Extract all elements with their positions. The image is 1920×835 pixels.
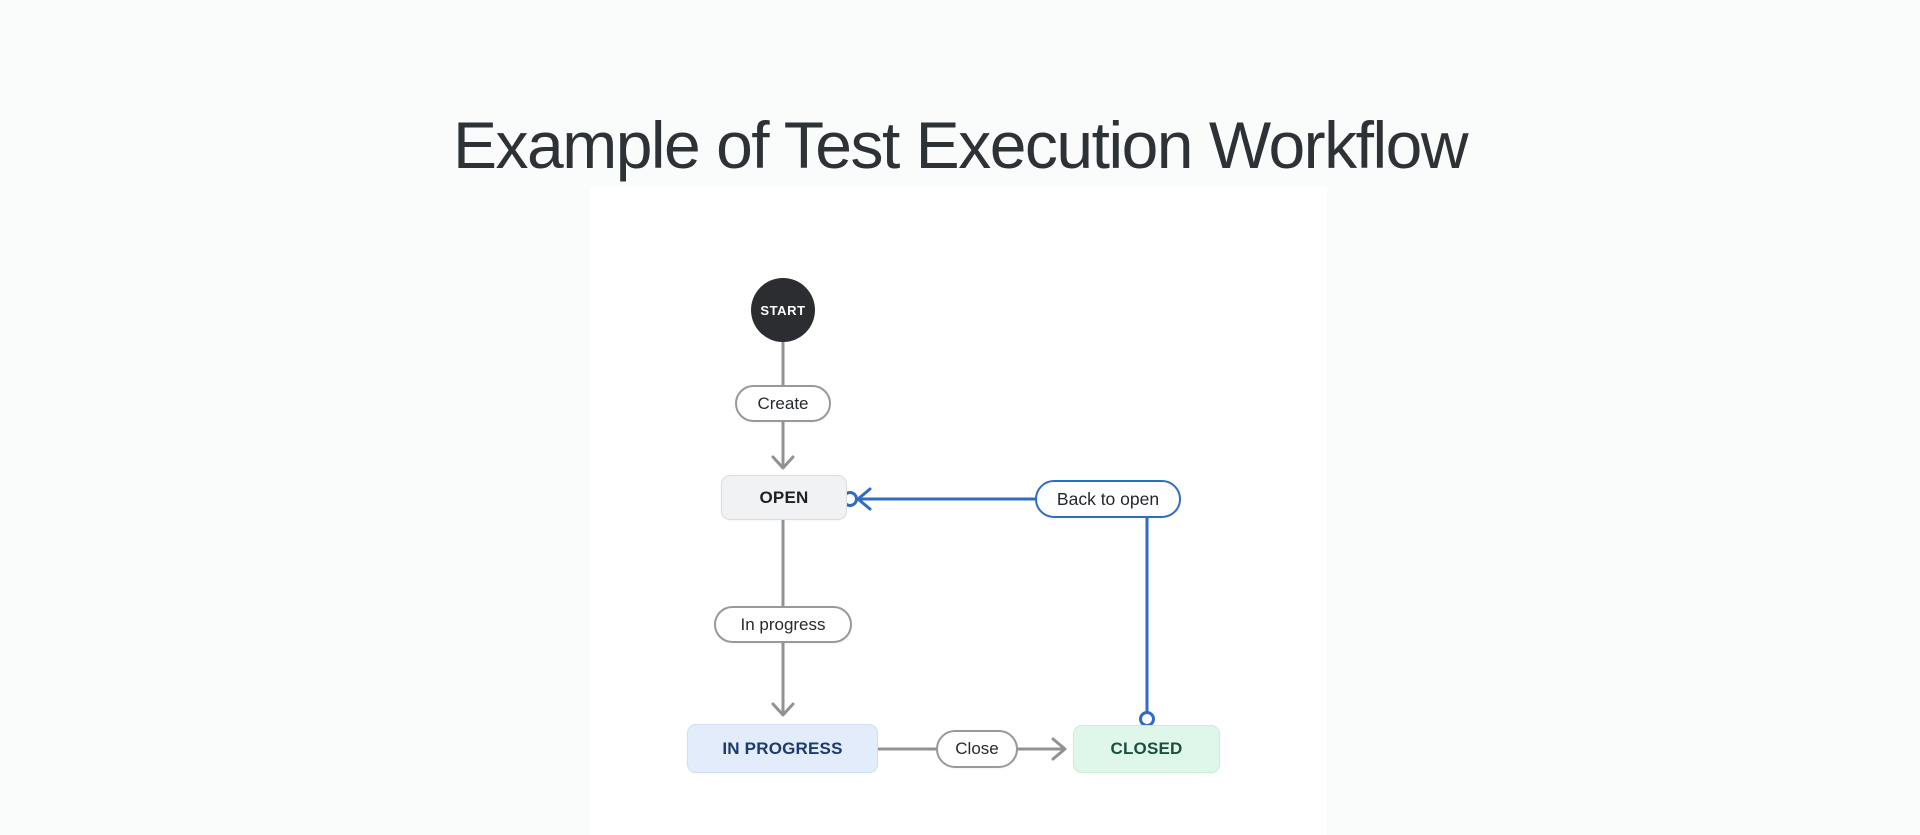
status-closed[interactable]: CLOSED: [1073, 725, 1220, 773]
transition-in-progress-label: In progress: [740, 614, 826, 634]
status-open-label: OPEN: [759, 487, 809, 507]
page-title: Example of Test Execution Workflow: [452, 108, 1469, 182]
transition-back-to-open-label: Back to open: [1056, 488, 1160, 509]
transition-close-label: Close: [955, 739, 999, 758]
transition-close[interactable]: Close: [936, 730, 1018, 768]
status-in-progress[interactable]: IN PROGRESS: [687, 724, 878, 773]
status-closed-label: CLOSED: [1110, 739, 1183, 758]
transition-in-progress[interactable]: In progress: [714, 606, 852, 643]
start-node-label: START: [760, 302, 806, 318]
start-node[interactable]: START: [751, 278, 815, 342]
transition-create[interactable]: Create: [735, 385, 831, 422]
status-in-progress-label: IN PROGRESS: [722, 738, 843, 758]
transition-create-label: Create: [757, 393, 809, 413]
status-open[interactable]: OPEN: [721, 475, 847, 520]
transition-back-to-open[interactable]: Back to open: [1035, 480, 1181, 518]
